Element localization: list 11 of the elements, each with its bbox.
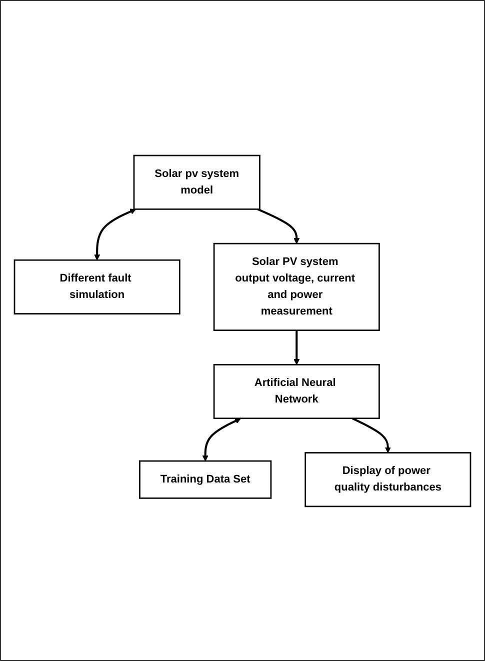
arrow bbox=[94, 208, 136, 260]
node-box: Training Data Set bbox=[139, 460, 272, 498]
arrow bbox=[294, 330, 300, 364]
node-box: Solar pv system model bbox=[133, 154, 260, 210]
arrow bbox=[202, 418, 242, 461]
node-box: Artificial Neural Network bbox=[213, 364, 380, 419]
arrow bbox=[257, 208, 300, 244]
arrow bbox=[352, 416, 391, 453]
node-box: Display of power quality disturbances bbox=[304, 452, 472, 507]
node-box: Solar PV system output voltage, current and power measurement bbox=[213, 242, 380, 330]
node-box: Different fault simulation bbox=[14, 258, 180, 314]
